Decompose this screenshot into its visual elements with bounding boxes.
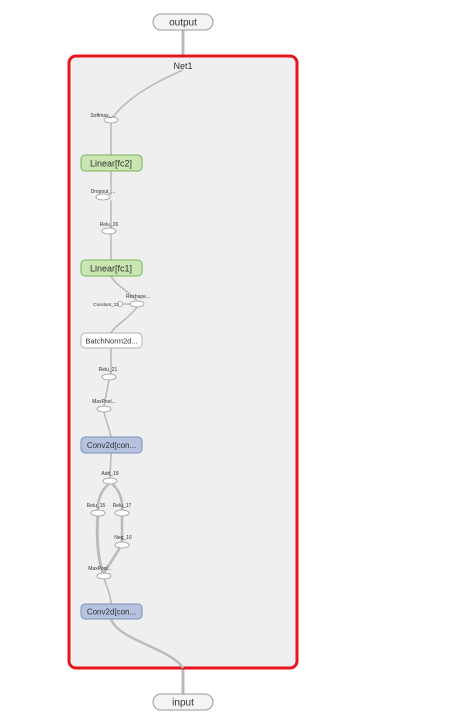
conv-bottom-node[interactable]: Conv2d[con... xyxy=(80,603,143,620)
input-label: input xyxy=(172,698,194,709)
softmax-node[interactable]: Softmax_... xyxy=(90,113,119,124)
conv-bottom-label: Conv2d[con... xyxy=(87,608,136,617)
output-node[interactable]: output xyxy=(152,13,214,31)
linear-fc1-label: Linear[fc1] xyxy=(90,264,132,274)
dropout-node[interactable]: Dropout_... xyxy=(91,189,116,201)
linear-fc1-node[interactable]: Linear[fc1] xyxy=(80,259,143,277)
reshape-label: Reshape... xyxy=(126,294,150,300)
relu-17-label: Relu_17 xyxy=(113,503,132,509)
input-node[interactable]: input xyxy=(152,693,214,711)
edge-add-to-conv xyxy=(109,452,112,479)
softmax-label: Softmax_... xyxy=(90,113,115,119)
relu-15-node[interactable]: Relu_15 xyxy=(87,503,106,517)
maxpool-top-label: MaxPool... xyxy=(92,399,116,405)
neg-16-label: Neg_16 xyxy=(114,535,132,541)
edge-relu17-to-add xyxy=(111,482,124,511)
edge-relu15-to-add xyxy=(96,482,110,511)
reshape-node[interactable]: Reshape... xyxy=(126,294,150,308)
edge-batchnorm-to-reshape xyxy=(110,306,138,334)
dropout-label: Dropout_... xyxy=(91,189,116,195)
constant-node[interactable]: Constant_23 xyxy=(93,301,123,308)
batchnorm-node[interactable]: BatchNorm2d... xyxy=(80,332,143,349)
output-label: output xyxy=(169,18,197,29)
constant-label: Constant_23 xyxy=(93,302,119,307)
maxpool-bottom-label: MaxPool... xyxy=(88,566,112,572)
edge-layer-inner xyxy=(95,69,185,669)
relu-26-label: Relu_26 xyxy=(100,222,119,228)
conv-top-node[interactable]: Conv2d[con... xyxy=(80,436,143,454)
linear-fc2-node[interactable]: Linear[fc2] xyxy=(80,154,143,172)
edge-input-to-conv xyxy=(109,618,185,669)
add-18-label: Add_18 xyxy=(101,471,118,477)
edge-reshape-to-fc1 xyxy=(110,275,138,302)
net1-title: Net1 xyxy=(173,61,192,71)
edge-maxpool-to-relu15 xyxy=(95,514,105,574)
conv-top-label: Conv2d[con... xyxy=(87,441,136,450)
maxpool-top-node[interactable]: MaxPool... xyxy=(92,399,116,413)
relu-26-node[interactable]: Relu_26 xyxy=(100,222,119,235)
relu-17-node[interactable]: Relu_17 xyxy=(113,503,132,517)
neg-16-node[interactable]: Neg_16 xyxy=(114,535,132,549)
edge-conv-to-maxpool-bottom xyxy=(103,577,112,605)
edge-maxpool-to-neg xyxy=(102,546,122,574)
edge-conv-to-maxpool xyxy=(103,411,112,438)
linear-fc2-label: Linear[fc2] xyxy=(90,159,132,169)
relu-21-label: Relu_21 xyxy=(99,367,118,373)
maxpool-bottom-node[interactable]: MaxPool... xyxy=(88,566,112,580)
add-18-node[interactable]: Add_18 xyxy=(101,471,119,485)
batchnorm-label: BatchNorm2d... xyxy=(85,337,137,346)
edge-softmax-to-net1 xyxy=(112,69,184,118)
relu-21-node[interactable]: Relu_21 xyxy=(99,367,118,381)
edge-maxpool-to-relu21 xyxy=(103,379,110,407)
relu-15-label: Relu_15 xyxy=(87,503,106,509)
